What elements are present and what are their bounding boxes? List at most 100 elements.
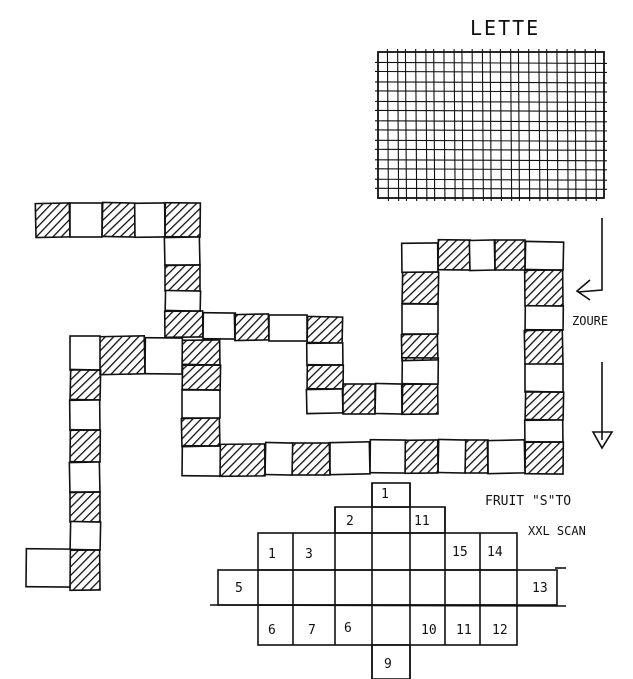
track-cell [165,290,200,311]
note-line-2: XXL SCAN [528,524,586,538]
grid-line [375,130,607,131]
cell-number: 15 [452,545,468,560]
cell-number: 9 [384,657,392,672]
track-cell [26,549,70,587]
track-cell-hatched [405,440,438,473]
cross-row [218,570,557,605]
track-cell [370,440,405,473]
cross-row [258,533,517,570]
track-cell [145,338,182,374]
cell-number: 10 [421,623,437,638]
track-cell [306,389,342,414]
cell-number: 7 [308,623,316,638]
note-line-1: FRUIT "S"TO [485,494,571,509]
cell-number: 14 [487,545,503,560]
track-cell-hatched [165,311,203,337]
cross-row [258,605,517,645]
track-cell-hatched [102,202,136,237]
cell-number: 1 [268,547,276,562]
track-cell [329,442,370,475]
track-cell [402,304,438,334]
track-cell-hatched [438,240,470,270]
cell-number: 13 [532,581,548,596]
track-cell-hatched [401,334,438,361]
track-cell-hatched [35,203,70,238]
grid-title: LETTE [470,16,540,40]
grid-line [375,149,607,150]
track-cell [375,383,403,414]
cross-grid: 12111315145136761011129 [210,483,566,679]
track-cell [487,440,525,474]
grid-line [375,179,607,180]
grid-line [375,140,607,141]
track-cell [525,241,564,270]
track-cell [469,240,495,271]
track-cell-hatched [165,203,200,237]
grid-line [595,49,596,201]
track-cell [70,400,100,430]
track-cell [69,462,100,493]
track-cell-hatched [495,240,525,270]
track-cell [164,237,200,266]
cell-number: 2 [346,514,354,529]
arrow-label: ZOURE [572,314,608,328]
cell-number: 11 [414,514,430,529]
grid-line [375,121,607,122]
grid-line [375,82,607,83]
track-cell [269,315,307,341]
track-cell-hatched [220,444,265,476]
track-cell [525,306,563,330]
track-cell-hatched [70,430,100,462]
track [26,202,564,590]
track-cell-hatched [465,440,488,473]
track-cell [135,203,165,237]
track-cell-hatched [182,364,221,390]
track-cell-hatched [234,314,269,341]
track-cell-hatched [181,418,220,447]
cell-number: 6 [268,623,276,638]
cross-row [372,483,410,507]
cross-divider [210,605,566,606]
cell-number: 12 [492,623,508,638]
track-cell-hatched [343,384,375,414]
track-cell [307,343,343,365]
track-cell [203,313,235,339]
track-cell-hatched [70,550,100,590]
grid-line [585,49,586,201]
track-cell [70,336,100,370]
track-cell-hatched [165,265,200,291]
grid-line [375,62,607,63]
track-cell-hatched [99,336,145,375]
track-cell [525,364,563,392]
grid-line [375,188,607,189]
cell-number: 3 [305,547,313,562]
track-cell [525,420,563,442]
track-cell [438,439,466,473]
track-cell [182,446,220,476]
track-cell-hatched [402,384,438,414]
track-cell [70,521,101,550]
grid-line [375,101,607,102]
track-cell [70,203,102,237]
grid-line [375,71,607,72]
letter-grid [375,49,607,201]
track-cell-hatched [182,340,220,365]
track-cell [402,243,438,272]
track-cell-hatched [525,442,563,474]
grid-line [375,169,607,170]
track-cell-hatched [292,443,330,475]
arrow-bent-left [577,218,602,300]
track-cell-hatched [70,369,101,400]
cell-number: 6 [344,621,352,636]
track-cell [402,358,438,384]
track-cell [265,442,293,475]
grid-line [375,160,607,161]
grid-line [375,91,607,92]
track-cell-hatched [307,316,343,343]
arrow-down [593,362,612,448]
track-cell-hatched [525,391,564,420]
track-cell-hatched [402,271,439,304]
cell-number: 5 [235,581,243,596]
grid-line [375,110,607,111]
